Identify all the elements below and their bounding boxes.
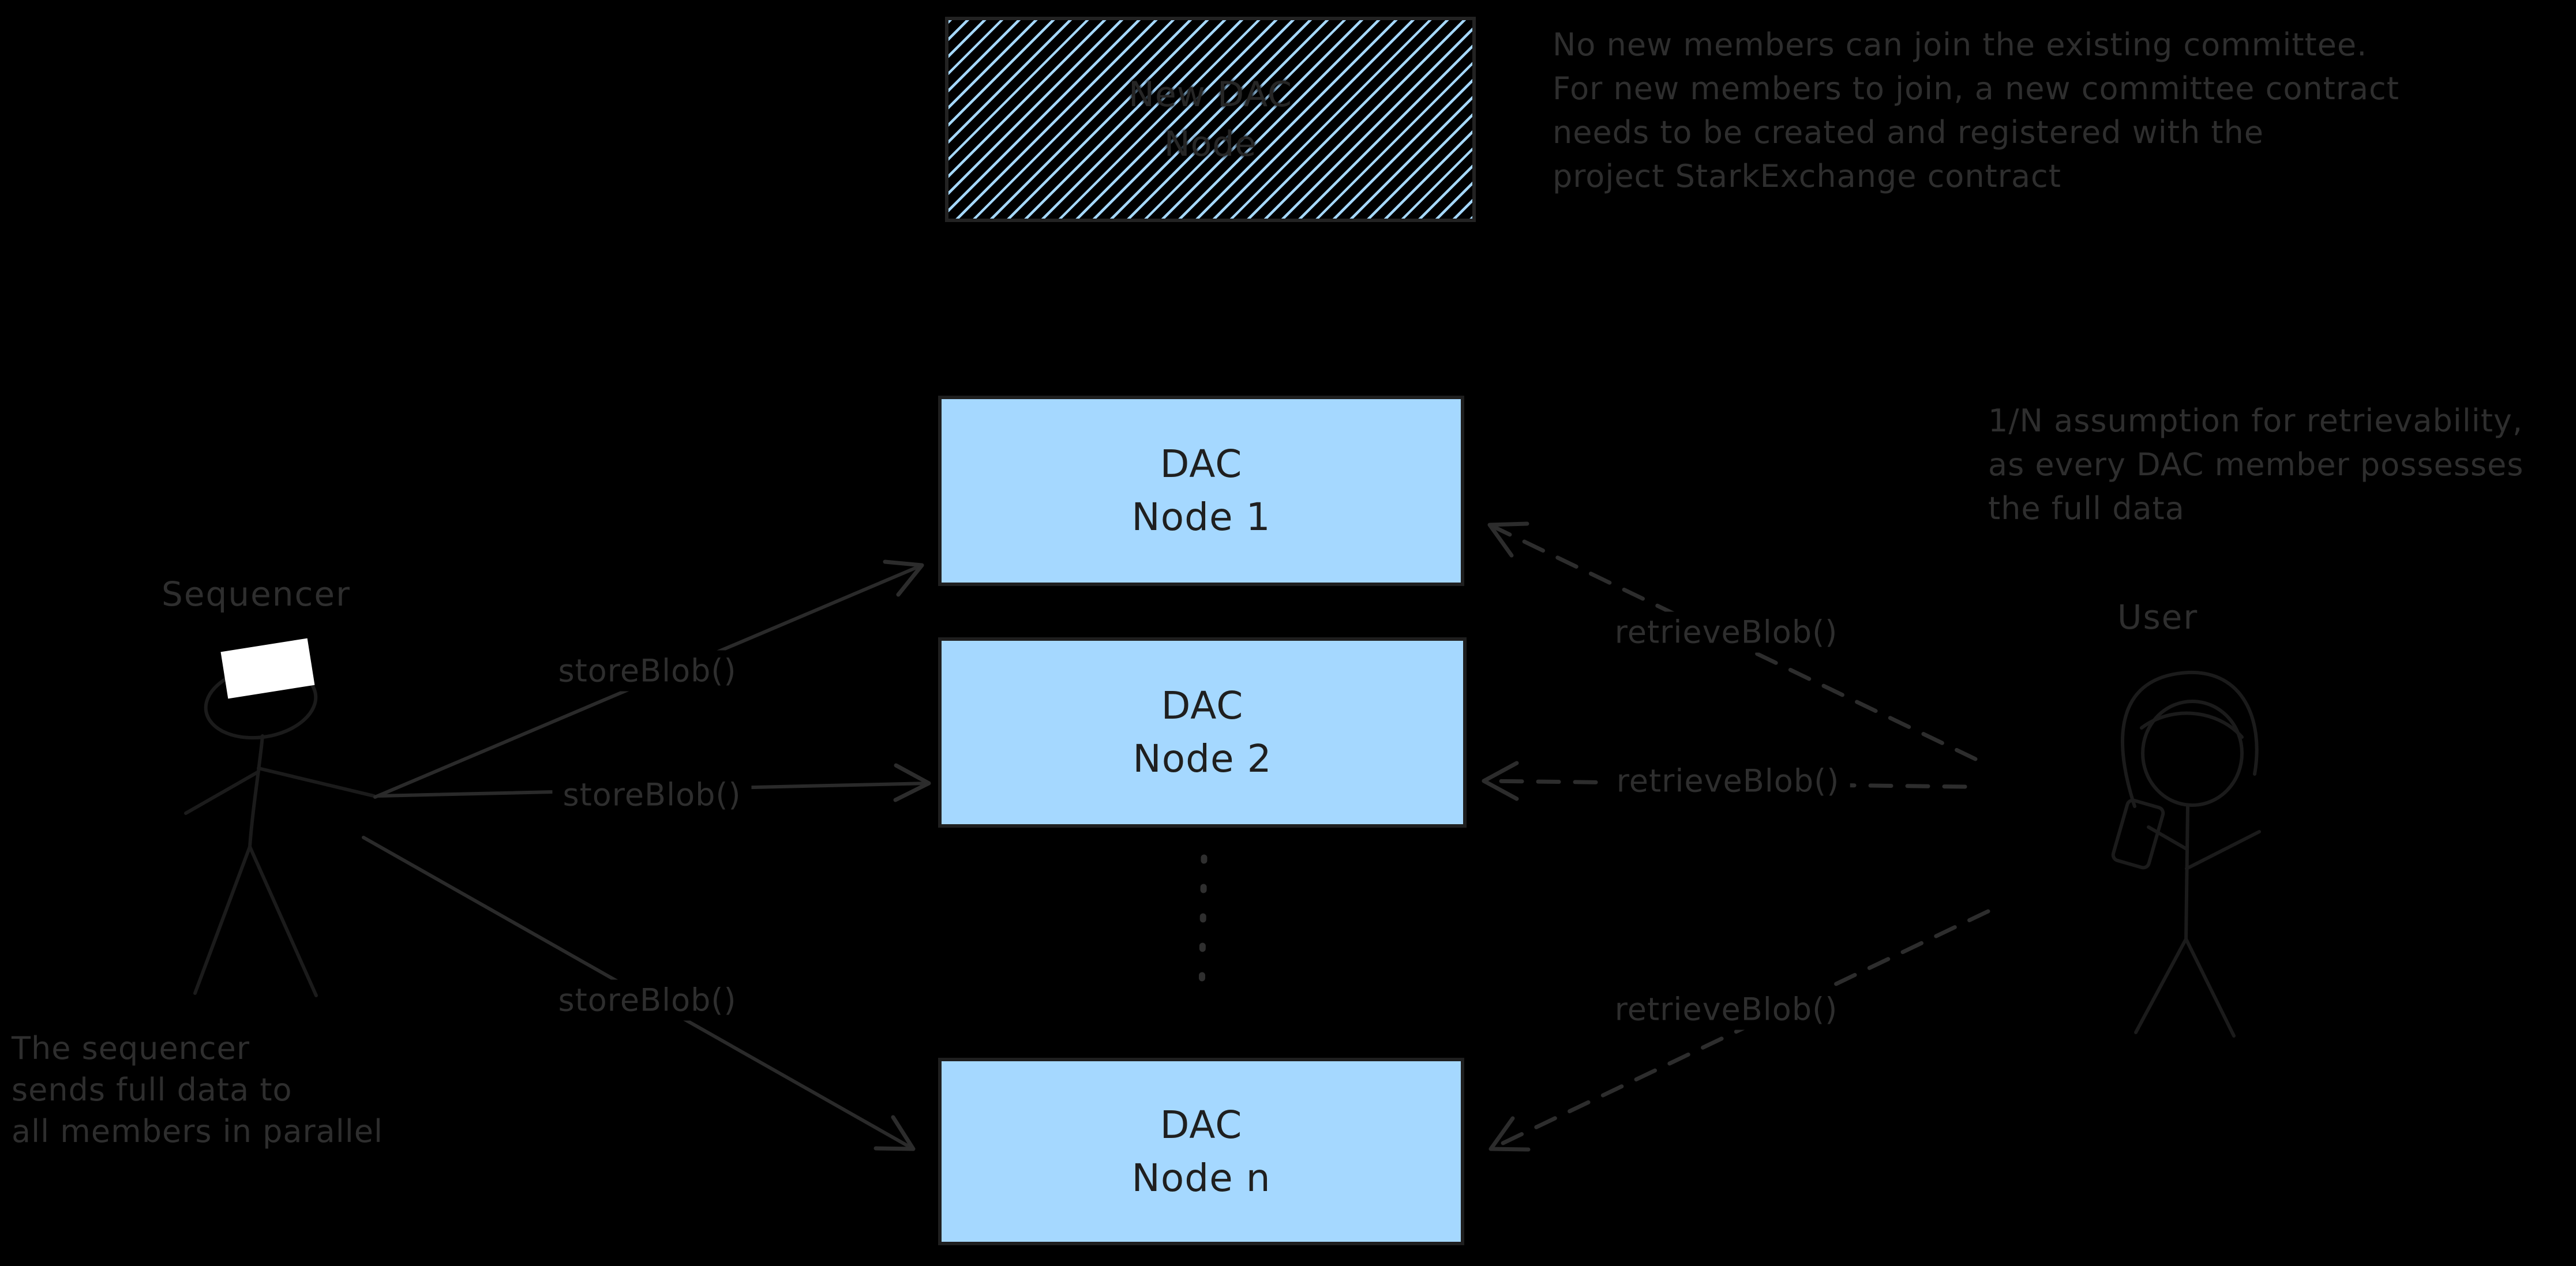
retrieve-blob-label-3: retrieveBlob() (1604, 989, 1848, 1030)
dac-node-2-label-line1: DAC (1161, 683, 1244, 728)
user-label: User (2117, 598, 2199, 637)
committee-note-line1: No new members can join the existing com… (1553, 27, 2368, 63)
retrieve-blob-label-2: retrieveBlob() (1606, 760, 1850, 802)
dac-node-n-label-line2: Node n (1131, 1155, 1271, 1200)
nodes-ellipsis-dotted-line (1198, 854, 1208, 997)
sequencer-label: Sequencer (162, 574, 351, 614)
committee-note-line2: For new members to join, a new committee… (1553, 70, 2399, 107)
phone-shape (2111, 798, 2165, 870)
sequencer-note-line1: The sequencer (12, 1030, 250, 1066)
dac-node-1-label-line1: DAC (1160, 442, 1243, 486)
retrieve-blob-label-1: retrieveBlob() (1604, 611, 1848, 653)
new-dac-node-label-line1: New DAC (1128, 74, 1292, 115)
dac-node-2-label-line2: Node 2 (1133, 737, 1272, 781)
retrievability-note: 1/N assumption for retrievability, as ev… (1988, 399, 2523, 531)
retrievability-note-line1: 1/N assumption for retrievability, (1988, 403, 2523, 439)
dac-node-1-box[interactable]: DAC Node 1 (938, 396, 1464, 586)
committee-note-line4: project StarkExchange contract (1553, 158, 2061, 194)
retrievability-note-line2: as every DAC member possesses (1988, 446, 2524, 483)
store-blob-label-1: storeBlob() (548, 650, 747, 692)
sequencer-figure (184, 638, 376, 997)
dac-node-2-box[interactable]: DAC Node 2 (938, 637, 1467, 828)
data-blob-shape (220, 638, 315, 699)
dac-node-n-label-line1: DAC (1160, 1102, 1243, 1147)
committee-note-line3: needs to be created and registered with … (1553, 114, 2264, 151)
committee-note: No new members can join the existing com… (1553, 23, 2399, 198)
user-figure (2111, 670, 2261, 1038)
sequencer-note-line2: sends full data to (12, 1072, 293, 1108)
sequencer-note-line3: all members in parallel (12, 1113, 383, 1149)
retrieve-blob-arrow-3 (1488, 909, 1990, 1152)
retrievability-note-line3: the full data (1988, 490, 2185, 527)
store-blob-label-2: storeBlob() (552, 774, 752, 816)
dac-node-n-box[interactable]: DAC Node n (938, 1058, 1464, 1245)
dac-node-1-label-line2: Node 1 (1131, 495, 1271, 539)
new-dac-node-box[interactable]: New DAC Node (945, 17, 1476, 222)
store-blob-label-3: storeBlob() (548, 979, 747, 1021)
sequencer-note: The sequencer sends full data to all mem… (12, 1028, 383, 1152)
new-dac-node-label-line2: Node (1164, 124, 1257, 164)
